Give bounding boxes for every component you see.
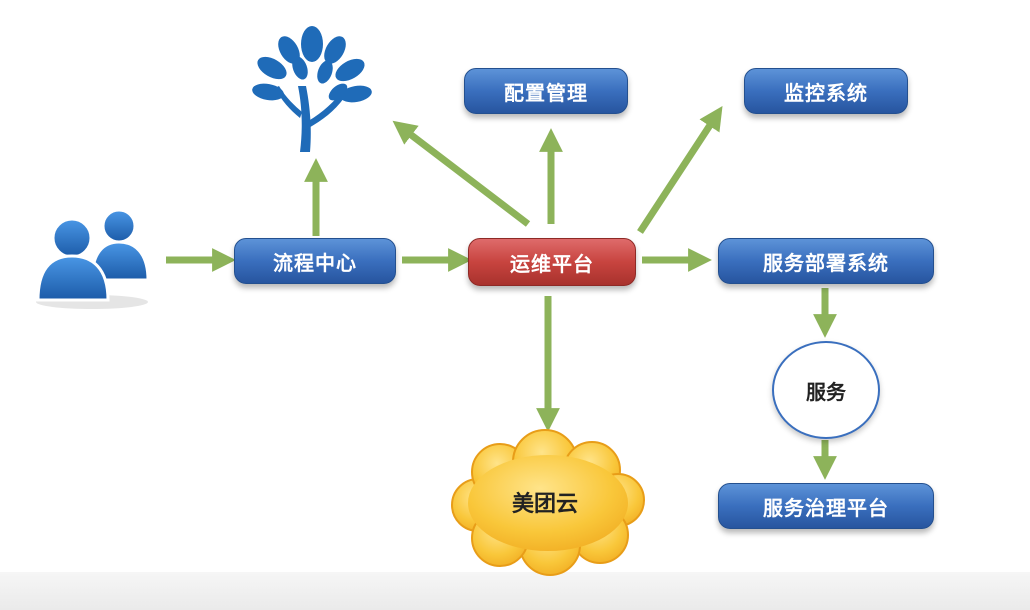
ops-platform-node[interactable]: 运维平台	[468, 238, 636, 286]
monitoring-system-node[interactable]: 监控系统	[744, 68, 908, 114]
cloud-icon	[451, 429, 645, 576]
floor-shading	[0, 572, 1030, 610]
arrow-ops-platform-to-tree	[392, 120, 531, 227]
tree-icon	[252, 26, 372, 152]
config-management-node[interactable]: 配置管理	[464, 68, 628, 114]
service-node[interactable]: 服务	[772, 341, 880, 439]
users-icon	[36, 208, 150, 309]
meituan-cloud-label: 美团云	[511, 492, 578, 517]
service-governance-node[interactable]: 服务治理平台	[718, 483, 934, 529]
process-center-node[interactable]: 流程中心	[234, 238, 396, 284]
service-deployment-node[interactable]: 服务部署系统	[718, 238, 934, 284]
arrow-ops-platform-to-monitoring	[637, 106, 723, 234]
